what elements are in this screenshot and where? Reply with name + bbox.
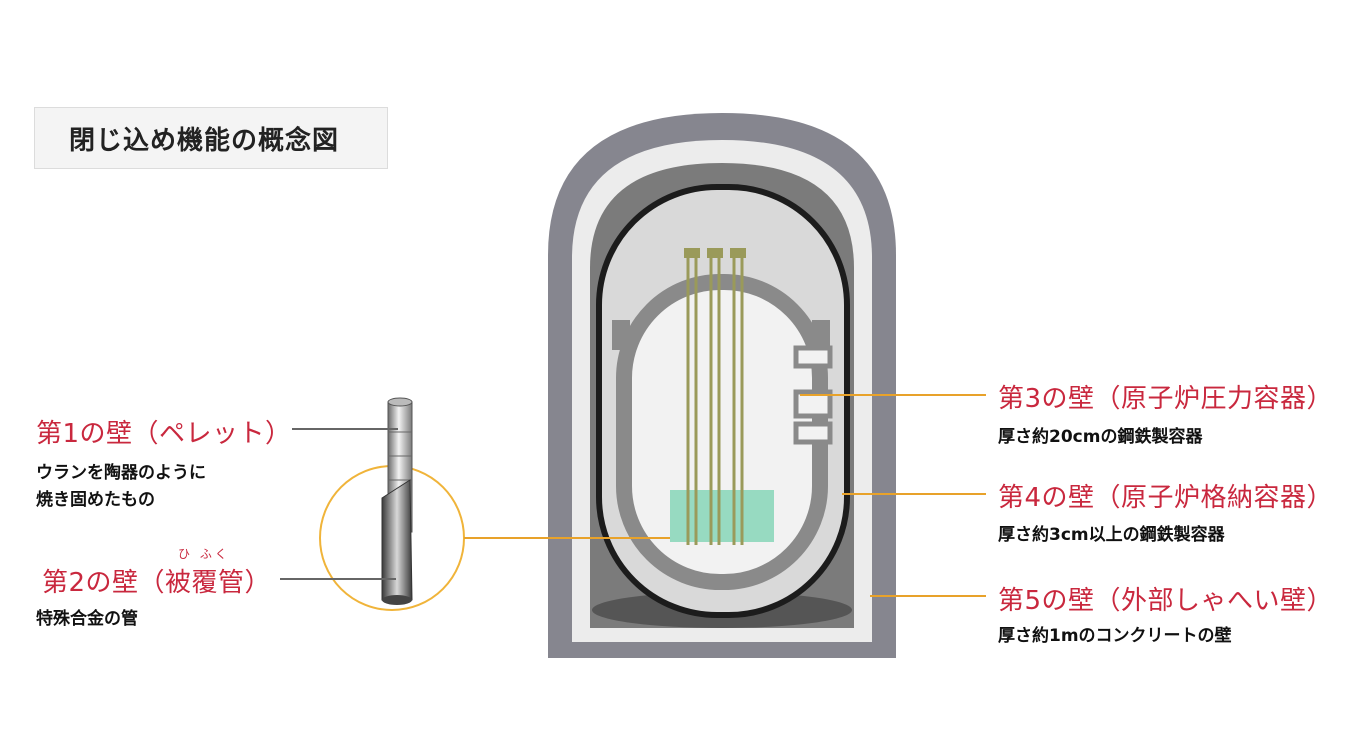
leader-lines [280,394,986,597]
rod-tips [684,248,746,258]
vessel-flange-right [812,320,830,350]
cladding-tube [381,479,413,605]
wall1-description-line2: 焼き固めたもの [36,490,155,510]
cladding-end [382,595,412,605]
wall4-description: 厚さ約3cm以上の鋼鉄製容器 [998,525,1225,545]
wall2-title: 第2の壁（被覆管） [42,568,272,598]
vessel-nozzle-lower [793,421,833,445]
wall5-description: 厚さ約1mのコンクリートの壁 [998,626,1232,646]
vessel-flange-left [612,320,630,350]
fuel-assembly [670,490,774,542]
wall4-title: 第4の壁（原子炉格納容器） [998,483,1334,513]
wall2-ruby: ひ ふく [178,547,230,561]
fuel-rods [686,255,744,545]
diagram-title: 閉じ込め機能の概念図 [34,107,388,169]
wall1-description-line1: ウランを陶器のように [36,463,206,483]
vessel-nozzle-upper [793,345,833,369]
wall3-description: 厚さ約20cmの鋼鉄製容器 [998,427,1203,447]
wall1-title: 第1の壁（ペレット） [36,419,292,449]
wall5-title: 第5の壁（外部しゃへい壁） [998,586,1334,616]
wall2-description: 特殊合金の管 [36,609,138,629]
wall3-title: 第3の壁（原子炉圧力容器） [998,384,1334,414]
